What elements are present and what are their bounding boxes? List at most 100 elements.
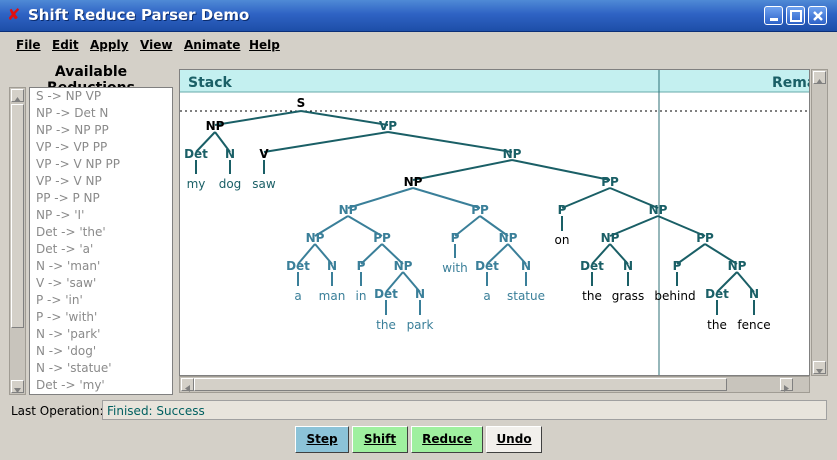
menu-animate[interactable]: Animate [184,38,241,52]
reduction-item[interactable]: Det -> 'a' [36,242,94,256]
tree-node-np: NP [601,231,620,245]
scroll-right-icon [784,385,789,392]
tree-node-s: S [297,96,306,110]
tree-node-det: Det [475,259,499,273]
tree-node-np: NP [404,175,423,189]
menu-bar: File Edit Apply View Animate Help [0,33,837,59]
tree-word: the [582,289,602,303]
scroll-left-button[interactable] [181,378,194,392]
reductions-scrollbar[interactable] [9,87,26,395]
scroll-down-icon [14,388,21,393]
tree-node-p: P [451,231,460,245]
tree-node-det: Det [286,259,310,273]
parse-canvas: Stack Rema [179,69,810,376]
tree-node-det: Det [374,287,398,301]
tree-word: dog [219,177,242,191]
maximize-button[interactable] [786,6,805,25]
tree-node-n: N [415,287,425,301]
last-operation-field: Finised: Success [102,400,827,420]
reduction-item[interactable]: VP -> VP PP [36,140,108,154]
reduction-item[interactable]: V -> 'saw' [36,276,97,290]
reductions-scroll-thumb[interactable] [11,104,24,328]
undo-button[interactable]: Undo [486,426,542,453]
reduction-item[interactable]: NP -> Det N [36,106,109,120]
menu-help[interactable]: Help [249,38,280,52]
app-icon: ✘ [7,5,21,24]
reductions-list: S -> NP VP NP -> Det N NP -> NP PP VP ->… [29,87,173,395]
tree-word: my [187,177,206,191]
menu-file[interactable]: File [16,38,41,52]
reduce-button[interactable]: Reduce [411,426,483,453]
canvas-scroll-up-button[interactable] [813,71,826,84]
close-button[interactable] [808,6,827,25]
title-bar: ✘ Shift Reduce Parser Demo [0,0,837,32]
canvas-scroll-down-button[interactable] [813,361,826,374]
scroll-up-icon [14,97,21,102]
minimize-button[interactable] [764,6,783,25]
tree-node-det: Det [580,259,604,273]
tree-node-np: NP [649,203,668,217]
tree-node-pp: PP [601,175,619,189]
reduction-item[interactable]: N -> 'man' [36,259,101,273]
tree-word: the [376,318,396,332]
tree-node-p: P [673,259,682,273]
minimize-icon [770,18,778,21]
stack-header-bg [180,70,809,92]
remaining-header: Rema [772,75,810,91]
reduction-item[interactable]: Det -> 'my' [36,378,105,392]
tree-node-np: NP [503,147,522,161]
scroll-up-icon [816,79,823,84]
menu-apply[interactable]: Apply [90,38,129,52]
tree-node-p: P [357,259,366,273]
scroll-down-icon [816,369,823,374]
tree-node-p: P [558,203,567,217]
tree-word: a [483,289,490,303]
tree-node-pp: PP [696,231,714,245]
last-operation-value: Finised: Success [107,404,205,418]
close-icon [813,11,823,21]
step-button[interactable]: Step [295,426,349,453]
tree-node-np: NP [206,119,225,133]
reduction-item[interactable]: VP -> V NP PP [36,157,120,171]
tree-word: man [319,289,346,303]
tree-word: a [294,289,301,303]
reduction-item[interactable]: Det -> 'the' [36,225,106,239]
horizontal-scroll-thumb[interactable] [194,378,727,391]
reduction-item[interactable]: N -> 'dog' [36,344,97,358]
tree-node-pp: PP [471,203,489,217]
tree-node-v: V [259,147,269,161]
scroll-up-button[interactable] [11,89,24,102]
tree-node-n: N [749,287,759,301]
reduction-item[interactable]: N -> 'statue' [36,361,112,375]
menu-edit[interactable]: Edit [52,38,79,52]
tree-node-np: NP [339,203,358,217]
tree-word: fence [737,318,770,332]
window-title: Shift Reduce Parser Demo [28,6,250,24]
scroll-right-button[interactable] [780,378,793,392]
reduction-item[interactable]: NP -> 'I' [36,208,85,222]
canvas-horizontal-scrollbar[interactable] [179,376,810,393]
reduction-item[interactable]: N -> 'park' [36,327,101,341]
canvas-vertical-scrollbar[interactable] [811,69,828,376]
tree-word: with [442,261,467,275]
scroll-down-button[interactable] [11,380,24,393]
tree-word: behind [654,289,695,303]
tree-word: on [555,233,570,247]
tree-node-np: NP [306,231,325,245]
reduction-item[interactable]: NP -> NP PP [36,123,109,137]
reduction-item[interactable]: S -> NP VP [36,89,102,103]
maximize-icon [790,10,802,22]
scroll-left-icon [185,385,190,392]
tree-node-n: N [225,147,235,161]
reduction-item[interactable]: VP -> V NP [36,174,102,188]
shift-button[interactable]: Shift [352,426,408,453]
reduction-item[interactable]: PP -> P NP [36,191,100,205]
reduction-item[interactable]: P -> 'in' [36,293,83,307]
tree-node-n: N [623,259,633,273]
reduction-item[interactable]: P -> 'with' [36,310,98,324]
reductions-panel: Available Reductions S -> NP VP NP -> De… [9,63,173,395]
tree-node-det: Det [705,287,729,301]
menu-view[interactable]: View [140,38,173,52]
tree-word: the [707,318,727,332]
tree-node-np: NP [728,259,747,273]
